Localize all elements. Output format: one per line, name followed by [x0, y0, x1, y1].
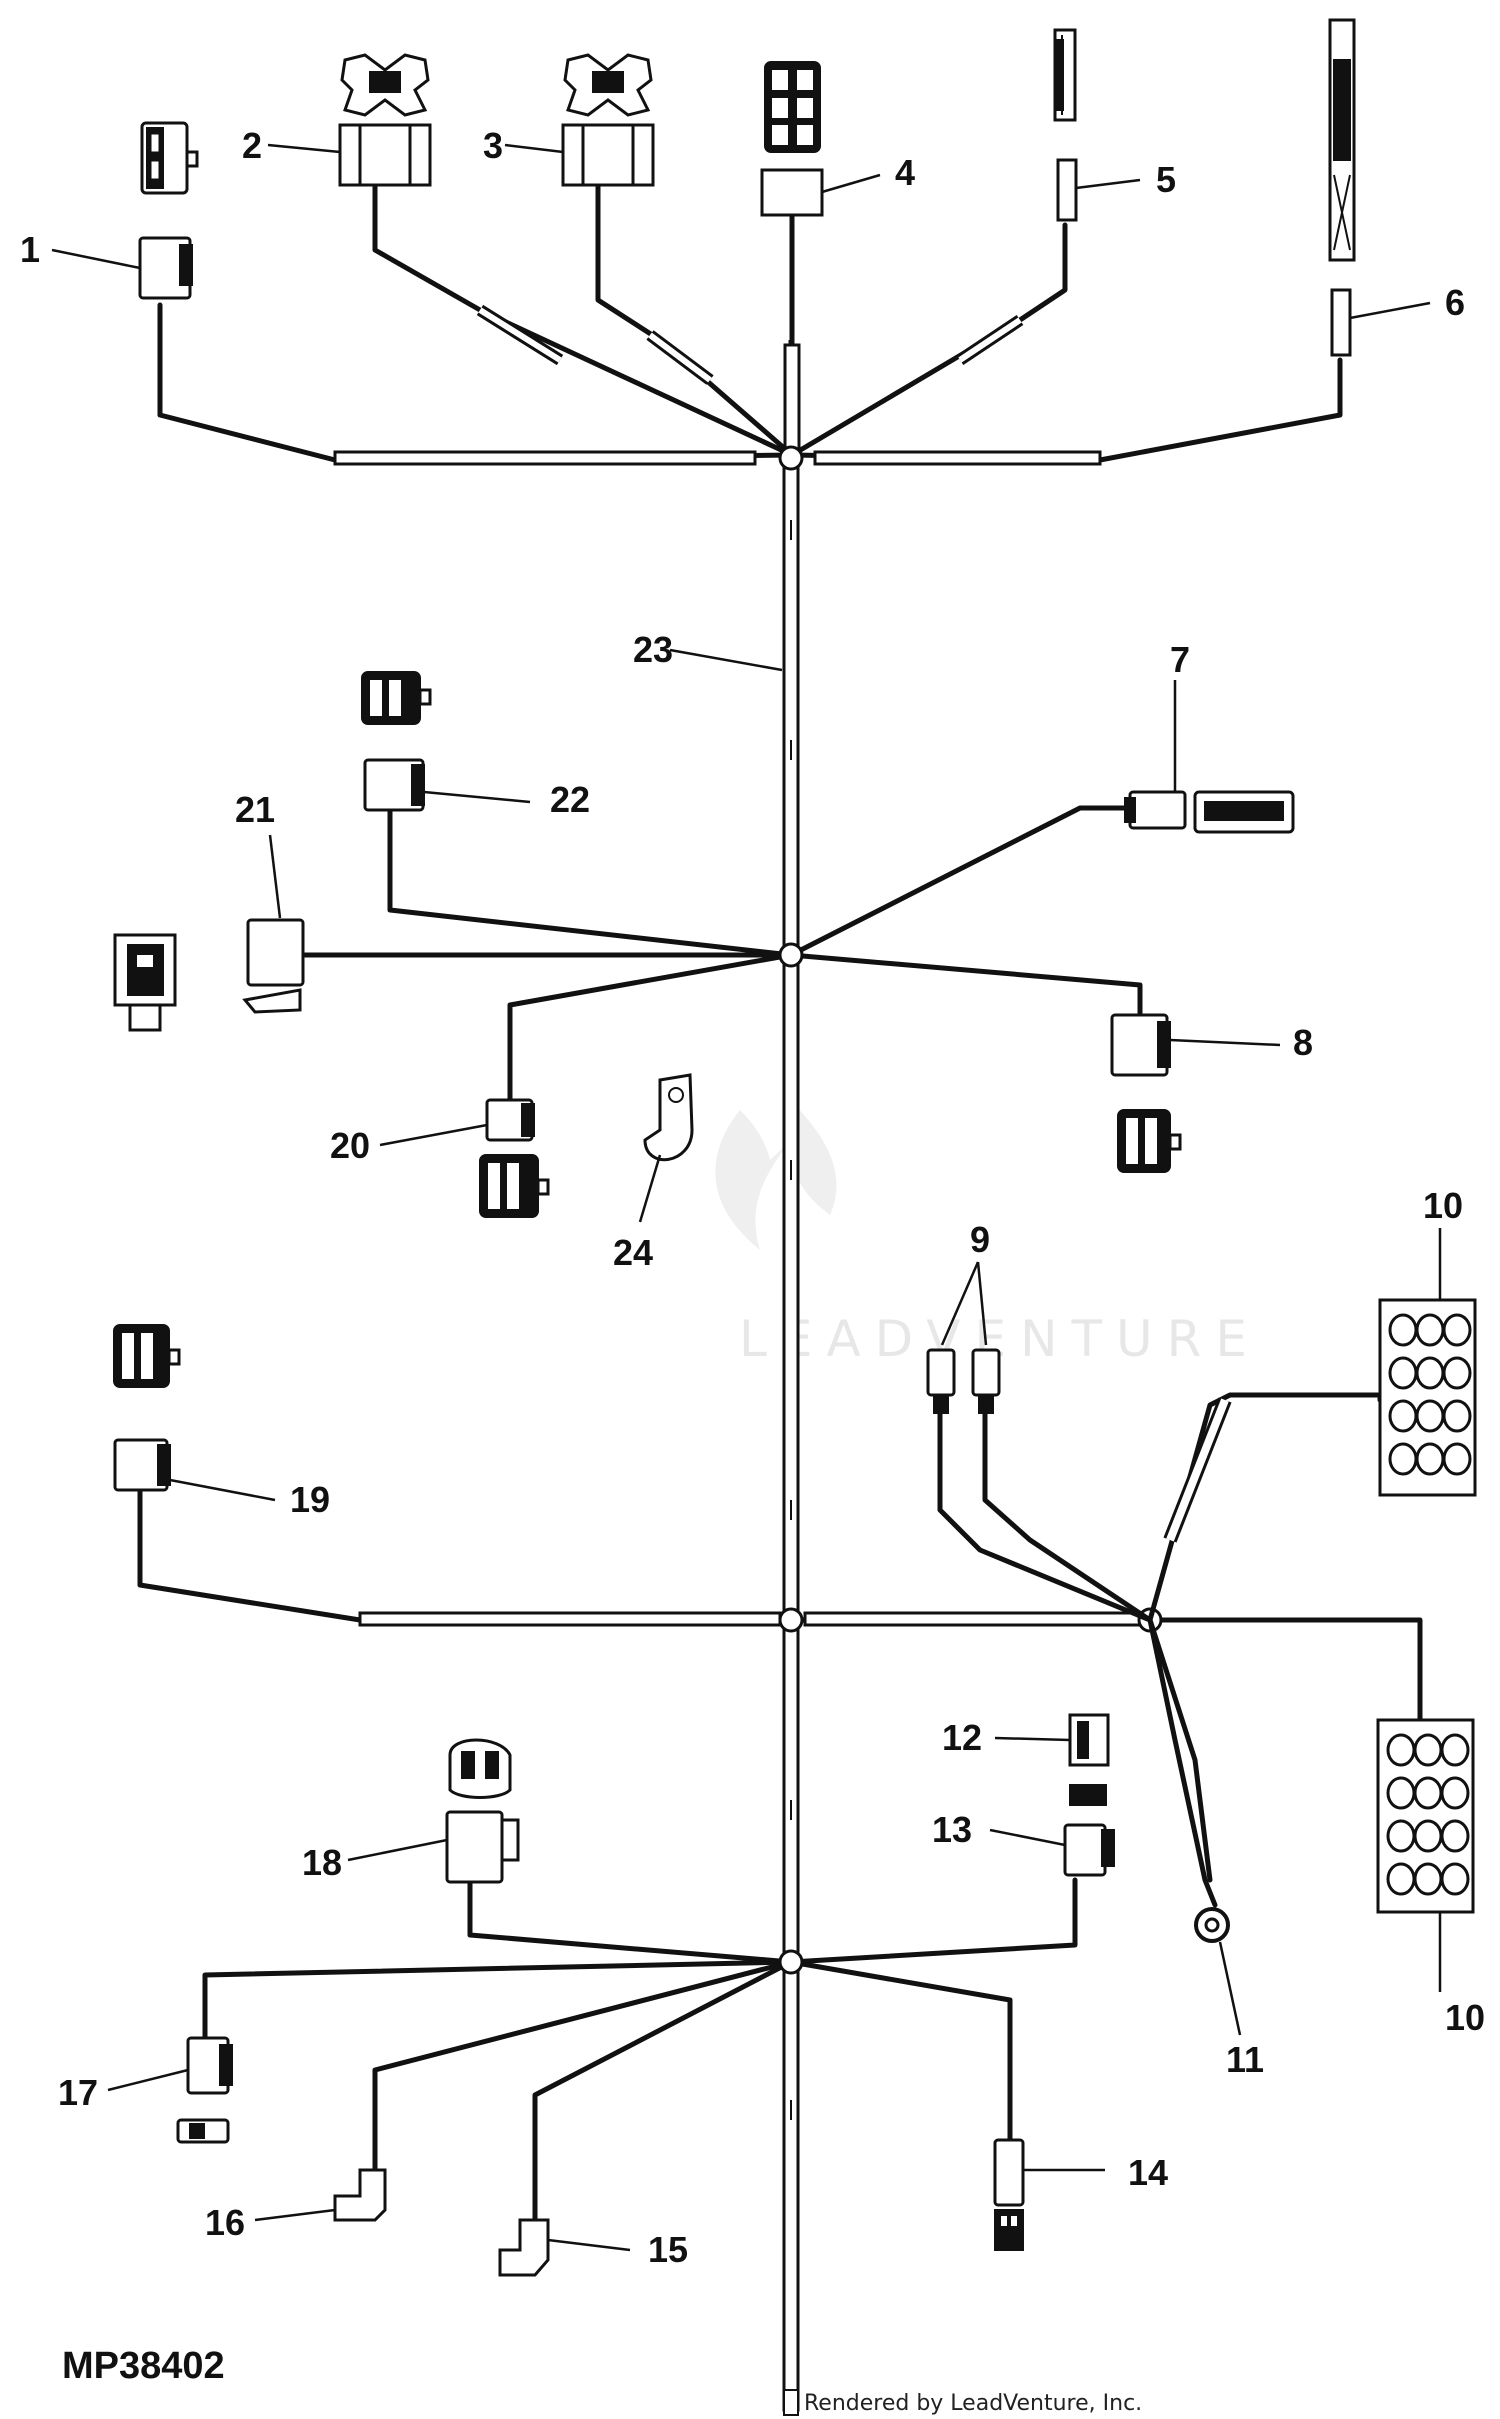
- connector-10-upper: [1378, 1298, 1477, 1497]
- connector-3: [561, 53, 655, 187]
- terminal-9: [926, 1348, 1001, 1414]
- top-branch-wires: [157, 182, 1343, 471]
- callout-20: 20: [330, 1125, 370, 1166]
- connector-2: [338, 53, 432, 187]
- callout-13: 13: [932, 1809, 972, 1850]
- callout-4: 4: [895, 152, 915, 193]
- callout-11: 11: [1226, 2039, 1264, 2080]
- callout-3: 3: [483, 125, 503, 166]
- connector-5: [1053, 28, 1078, 222]
- clamp-24: [643, 1073, 694, 1162]
- callout-19: 19: [290, 1479, 330, 1520]
- connector-20: [479, 1098, 550, 1218]
- callout-14: 14: [1128, 2152, 1168, 2193]
- credit-text: Rendered by LeadVenture, Inc.: [804, 2391, 1142, 2416]
- callout-7: 7: [1170, 639, 1190, 680]
- callout-6: 6: [1445, 282, 1465, 323]
- main-trunk-harness: [782, 340, 800, 2412]
- callout-21: 21: [235, 789, 275, 830]
- callout-18: 18: [302, 1842, 342, 1883]
- connector-18: [445, 1738, 520, 1884]
- connector-8: [1110, 1013, 1182, 1173]
- callout-15: 15: [648, 2229, 688, 2270]
- callout-16: 16: [205, 2202, 245, 2243]
- figure-id: MP38402: [62, 2345, 225, 2387]
- callout-23: 23: [633, 629, 673, 670]
- connector-7: [1124, 790, 1295, 834]
- callout-9: 9: [970, 1219, 990, 1260]
- bottom-branch-wires: [202, 1877, 1078, 2223]
- callout-5: 5: [1156, 159, 1176, 200]
- connector-12: [1068, 1713, 1110, 1806]
- callout-22: 22: [550, 779, 590, 820]
- callout-10-upper: 10: [1423, 1185, 1463, 1226]
- callout-17: 17: [58, 2072, 98, 2113]
- connector-13: [1063, 1823, 1115, 1877]
- callout-1: 1: [20, 229, 40, 270]
- callout-24: 24: [613, 1232, 653, 1273]
- connector-21: [113, 918, 305, 1032]
- ring-terminal-11: [1194, 1907, 1230, 1943]
- connector-4: [760, 61, 824, 217]
- connector-19: [113, 1324, 181, 1492]
- middle-branch-wires: [302, 802, 1143, 1108]
- watermark: LEADVENTURE: [715, 1100, 1247, 1368]
- callout-8: 8: [1293, 1022, 1313, 1063]
- connector-6: [1328, 18, 1356, 357]
- lower-branch-wires: [137, 1392, 1423, 1908]
- connector-17: [176, 2036, 233, 2144]
- connector-15: [498, 2218, 550, 2277]
- connector-10-lower: [1376, 1718, 1475, 1914]
- callout-labels: 1 2 3 4 5 6 7 8 9 10 10 11 12 13 14 15 1…: [20, 125, 1485, 2270]
- callout-2: 2: [242, 125, 262, 166]
- callout-12: 12: [942, 1717, 982, 1758]
- callout-10-lower: 10: [1445, 1997, 1485, 2038]
- leader-lines: [51, 143, 1442, 2252]
- connector-1: [138, 121, 199, 300]
- connector-22: [361, 671, 432, 812]
- connector-16: [333, 2168, 387, 2222]
- connector-14: [993, 2138, 1025, 2251]
